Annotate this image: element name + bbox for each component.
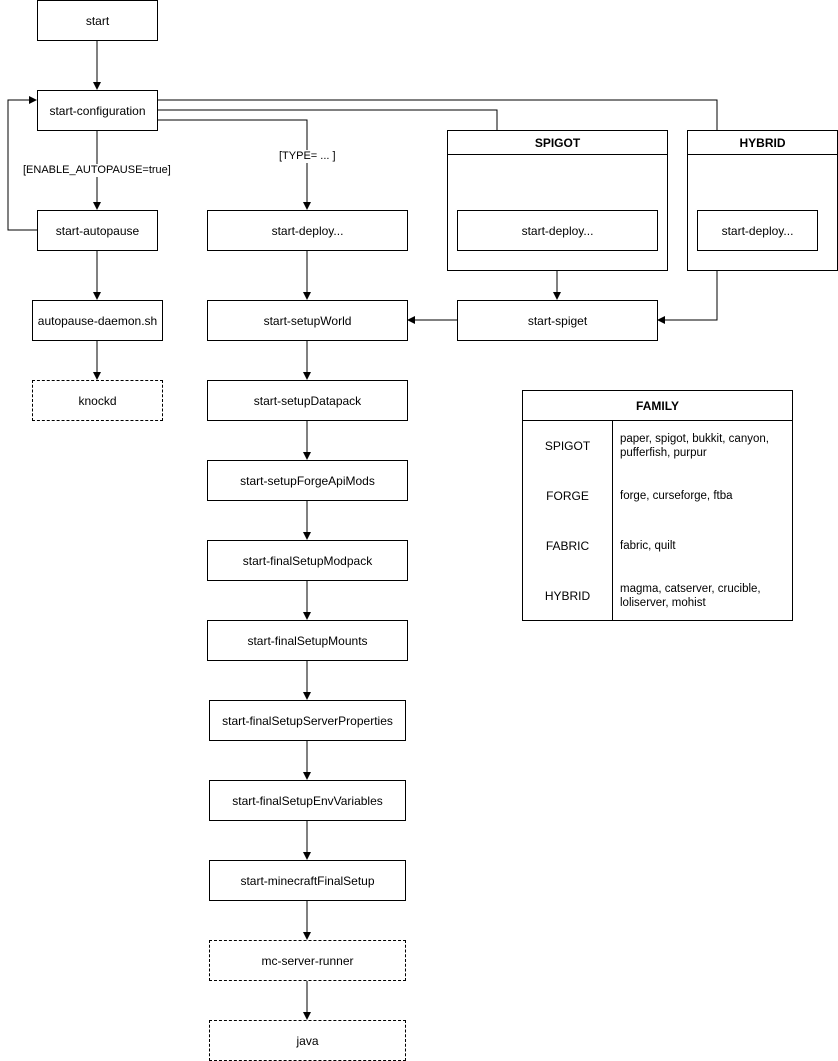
family-row-hybrid: HYBRID magma, catserver, crucible, lolis… — [523, 571, 792, 621]
family-table-title: FAMILY — [523, 391, 792, 421]
node-start[interactable]: start — [37, 0, 158, 41]
spigot-group-title: SPIGOT — [448, 131, 667, 155]
node-knockd[interactable]: knockd — [32, 380, 163, 421]
node-start-configuration[interactable]: start-configuration — [37, 90, 158, 131]
family-members: paper, spigot, bukkit, canyon, pufferfis… — [620, 433, 769, 459]
node-autopause-daemon[interactable]: autopause-daemon.sh — [32, 300, 163, 341]
node-start-deploy[interactable]: start-deploy... — [207, 210, 408, 251]
family-table: FAMILY SPIGOT paper, spigot, bukkit, can… — [522, 390, 793, 621]
node-start-setupdatapack[interactable]: start-setupDatapack — [207, 380, 408, 421]
edge-configuration-to-deploy — [157, 119, 311, 210]
node-start-finalsetupserverproperties[interactable]: start-finalSetupServerProperties — [209, 700, 406, 741]
family-row-forge: FORGE forge, curseforge, ftba — [523, 471, 792, 521]
node-start-finalsetupenvvariables[interactable]: start-finalSetupEnvVariables — [209, 780, 406, 821]
family-table-body: SPIGOT paper, spigot, bukkit, canyon, pu… — [523, 421, 792, 620]
edge-hybrid-deploy-to-spiget — [657, 250, 718, 324]
node-start-setupworld[interactable]: start-setupWorld — [207, 300, 408, 341]
node-start-finalsetupmounts[interactable]: start-finalSetupMounts — [207, 620, 408, 661]
node-hybrid-start-deploy[interactable]: start-deploy... — [697, 210, 818, 251]
node-java[interactable]: java — [209, 1020, 406, 1061]
family-row-fabric: FABRIC fabric, quilt — [523, 521, 792, 571]
edge-label-enable-autopause: [ENABLE_AUTOPAUSE=true] — [22, 164, 172, 177]
family-table-divider — [612, 421, 613, 620]
node-mc-server-runner[interactable]: mc-server-runner — [209, 940, 406, 981]
hybrid-group-title: HYBRID — [688, 131, 837, 155]
node-spigot-start-deploy[interactable]: start-deploy... — [457, 210, 658, 251]
family-name: SPIGOT — [544, 439, 591, 453]
family-members: forge, curseforge, ftba — [620, 490, 733, 502]
family-name: FABRIC — [545, 539, 590, 553]
family-row-spigot: SPIGOT paper, spigot, bukkit, canyon, pu… — [523, 421, 792, 471]
edge-label-type: [TYPE= ... ] — [278, 150, 337, 163]
node-start-setupforgeapimods[interactable]: start-setupForgeApiMods — [207, 460, 408, 501]
node-start-autopause[interactable]: start-autopause — [37, 210, 158, 251]
family-members: fabric, quilt — [620, 540, 676, 552]
node-start-finalsetupmodpack[interactable]: start-finalSetupModpack — [207, 540, 408, 581]
family-members: magma, catserver, crucible, loliserver, … — [620, 583, 761, 609]
family-name: FORGE — [546, 489, 589, 503]
edge-autopause-loop-to-configuration — [7, 96, 37, 231]
node-start-minecraftfinalsetup[interactable]: start-minecraftFinalSetup — [209, 860, 406, 901]
family-name: HYBRID — [544, 589, 591, 603]
node-start-spiget[interactable]: start-spiget — [457, 300, 658, 341]
